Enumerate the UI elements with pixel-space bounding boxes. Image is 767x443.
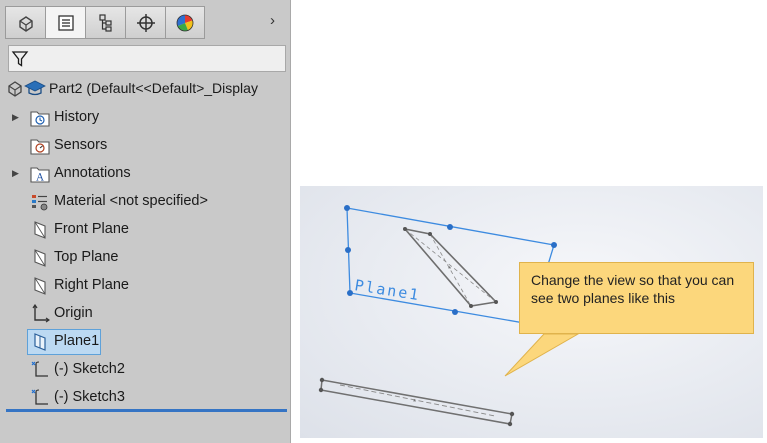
plane1-handle[interactable]	[452, 309, 458, 315]
tree-node-plane1[interactable]: Plane1	[0, 328, 290, 356]
configuration-manager-icon	[98, 13, 112, 32]
edge-on-vertex[interactable]	[509, 411, 515, 417]
tree-node-label: Sensors	[54, 137, 108, 153]
edge-on-vertex[interactable]	[507, 421, 513, 427]
plane1-handle[interactable]	[551, 242, 557, 248]
plane-icon	[34, 333, 46, 351]
sketch-vertex[interactable]	[403, 227, 407, 231]
tab-feature-manager[interactable]	[5, 6, 45, 39]
sketch-vertex[interactable]	[428, 232, 432, 236]
manager-tabbar	[5, 6, 205, 40]
edge-on-vertex[interactable]	[318, 387, 324, 393]
tree-node-right-plane[interactable]: Right Plane	[0, 272, 290, 300]
material-icon	[32, 195, 48, 211]
feature-manager-icon	[18, 15, 33, 32]
selection-highlight	[27, 329, 101, 355]
part-icon	[8, 81, 22, 97]
tab-dimxpert[interactable]	[125, 6, 165, 39]
tree-node-label: History	[54, 109, 100, 125]
tree-node-label: Top Plane	[54, 249, 119, 265]
tab-property-manager[interactable]	[45, 6, 85, 39]
sensors-folder-icon	[30, 139, 50, 155]
instruction-callout: Change the view so that you can see two …	[519, 262, 754, 334]
edge-on-center-mark: *	[413, 398, 416, 407]
part-root-label: Part2 (Default<<Default>_Display	[49, 80, 258, 96]
sketch-center-mark: *	[448, 265, 451, 274]
plane-icon	[34, 277, 46, 295]
svg-text:A: A	[35, 173, 44, 184]
tree-node-sketch2[interactable]: (-) Sketch2	[0, 356, 290, 384]
edge-on-vertex[interactable]	[319, 377, 325, 383]
tree-node-label: Plane1	[54, 333, 100, 349]
display-manager-icon	[176, 14, 194, 31]
plane-icon	[34, 221, 46, 239]
tree-node-sketch3[interactable]: (-) Sketch3	[0, 384, 290, 412]
plane1-handle[interactable]	[347, 290, 353, 296]
tree-node-label: Material <not specified>	[54, 193, 208, 209]
tree-filter[interactable]	[8, 45, 286, 72]
tree-node-history[interactable]: ▶ History	[0, 104, 290, 132]
tree-node-label: Right Plane	[54, 277, 129, 293]
annotations-folder-icon: A	[30, 167, 50, 184]
sketch-vertex[interactable]	[494, 300, 498, 304]
rollback-bar[interactable]	[6, 409, 287, 412]
tree-node-material[interactable]: Material <not specified>	[0, 188, 290, 216]
expand-arrow-icon[interactable]: ▶	[12, 112, 19, 122]
tree-node-annotations[interactable]: ▶ A Annotations	[0, 160, 290, 188]
expand-arrow-icon[interactable]: ▶	[12, 168, 19, 178]
tree-node-label: Origin	[54, 305, 93, 321]
tab-scroll-arrow[interactable]: ›	[270, 12, 275, 29]
history-folder-icon	[30, 111, 50, 127]
tree-node-sensors[interactable]: Sensors	[0, 132, 290, 160]
edge-on-sketch-line	[339, 384, 496, 417]
callout-pointer	[504, 333, 580, 377]
plane1-handle[interactable]	[344, 205, 350, 211]
tree-node-label: (-) Sketch2	[54, 361, 125, 377]
property-manager-icon	[57, 14, 74, 31]
sketch-construction-line	[404, 228, 497, 303]
tree-node-label: Annotations	[54, 165, 131, 181]
feature-tree: ▶ History Sensors ▶ A Annotations	[0, 104, 290, 412]
part-root-node[interactable]: Part2 (Default<<Default>_Display	[6, 77, 290, 99]
viewport-scene: Plane1 * *	[318, 205, 580, 427]
tab-configuration-manager[interactable]	[85, 6, 125, 39]
tree-node-label: (-) Sketch3	[54, 389, 125, 405]
feature-manager-panel: › Part2 (Default<<Default>_Display ▶ His…	[0, 0, 291, 443]
plane1-handle[interactable]	[447, 224, 453, 230]
sketch-vertex[interactable]	[469, 304, 473, 308]
filter-icon	[11, 50, 29, 67]
origin-icon	[32, 304, 50, 323]
tree-node-origin[interactable]: Origin	[0, 300, 290, 328]
tree-node-label: Front Plane	[54, 221, 129, 237]
dimxpert-icon	[136, 13, 155, 32]
tab-display-manager[interactable]	[165, 6, 205, 39]
tree-node-front-plane[interactable]: Front Plane	[0, 216, 290, 244]
plane-icon	[34, 249, 46, 267]
sketch-icon	[31, 389, 48, 405]
sketch-icon	[31, 361, 48, 377]
tree-node-top-plane[interactable]: Top Plane	[0, 244, 290, 272]
plane1-handle[interactable]	[345, 247, 351, 253]
graduation-cap-icon	[24, 80, 46, 96]
